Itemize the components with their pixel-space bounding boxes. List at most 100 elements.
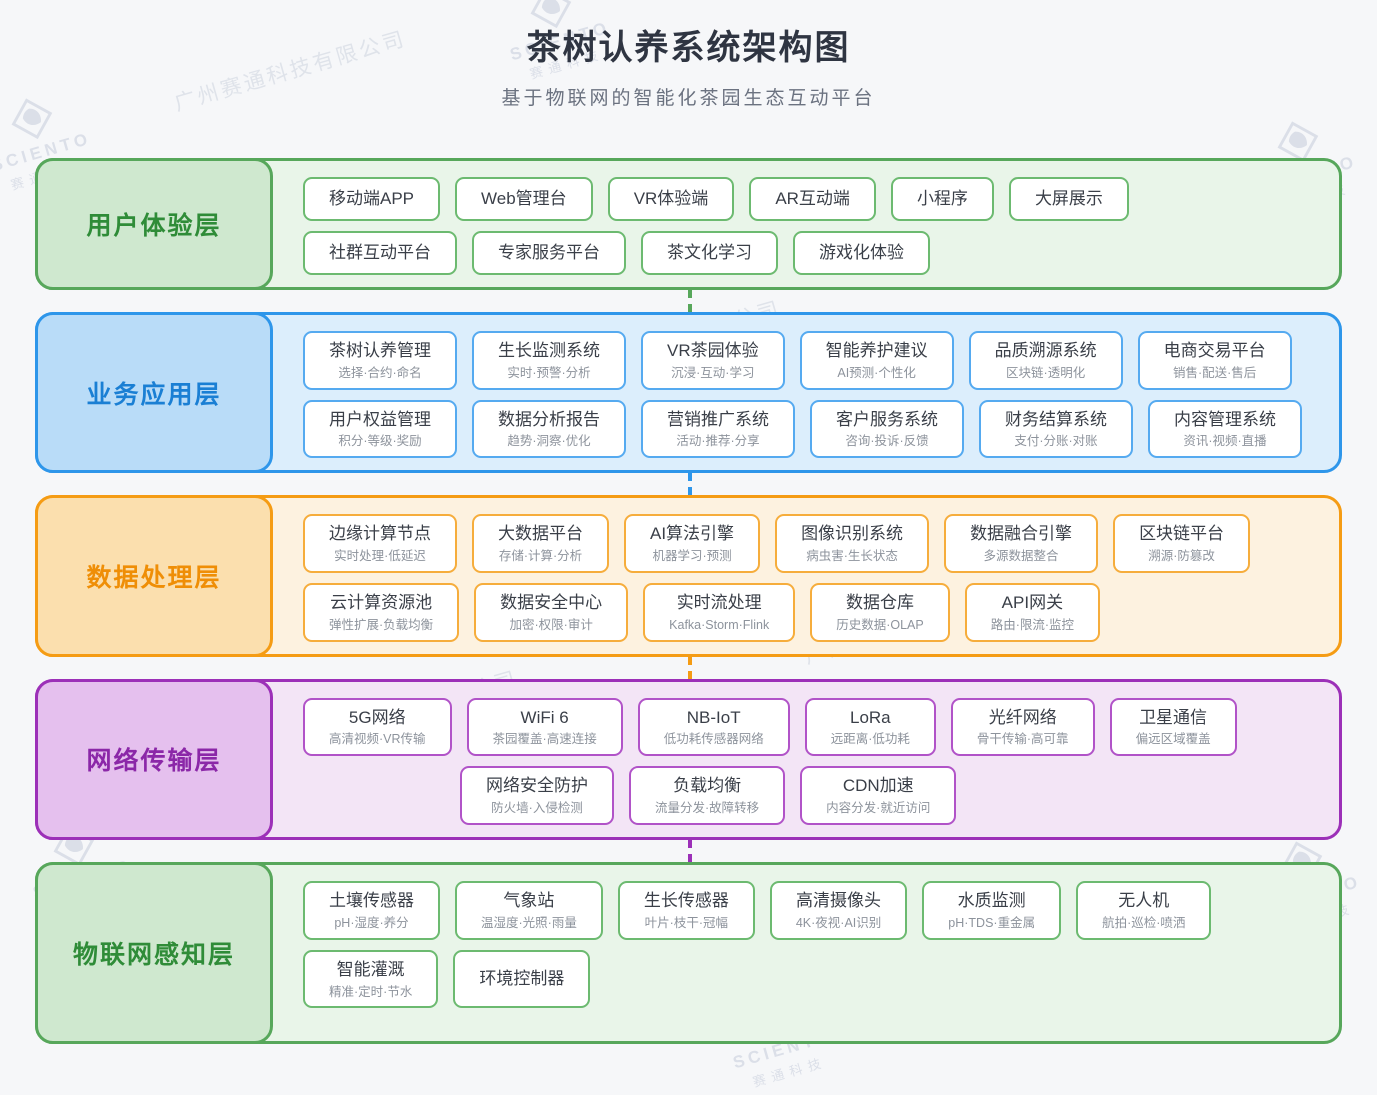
module-title: VR体验端 — [633, 189, 709, 209]
module-subtitle: 4K·夜视·AI识别 — [795, 915, 882, 930]
module-title: 土壤传感器 — [329, 891, 414, 911]
module-subtitle: 活动·推荐·分享 — [676, 434, 760, 449]
module-card: 茶文化学习 — [641, 231, 778, 275]
module-subtitle: Kafka·Storm·Flink — [669, 617, 770, 632]
layer-connector — [688, 840, 692, 863]
layer-label: 物联网感知层 — [35, 862, 273, 1045]
module-card: 区块链平台 溯源·防篡改 — [1113, 514, 1251, 574]
layer-row: 用户权益管理 积分·等级·奖励 数据分析报告 趋势·洞察·优化 营销推广系统 活… — [303, 399, 1321, 459]
module-card: 小程序 — [890, 177, 994, 221]
module-title: 图像识别系统 — [801, 524, 904, 544]
module-title: 气象站 — [503, 891, 555, 911]
module-title: 生长传感器 — [643, 891, 729, 911]
layer-label: 业务应用层 — [35, 312, 273, 474]
module-card: 卫星通信 偏远区域覆盖 — [1109, 697, 1237, 757]
layer-row: 智能灌溉 精准·定时·节水 环境控制器 — [303, 949, 1321, 1009]
module-title: 数据仓库 — [845, 593, 914, 613]
layer-connector — [688, 656, 692, 679]
module-title: LoRa — [849, 707, 891, 727]
module-card: WiFi 6 茶园覆盖·高速连接 — [466, 697, 623, 757]
module-title: 水质监测 — [957, 891, 1026, 911]
module-title: 用户权益管理 — [329, 409, 431, 429]
module-title: Web管理台 — [481, 189, 567, 209]
module-card: VR体验端 — [607, 177, 735, 221]
module-subtitle: 精准·定时·节水 — [329, 984, 413, 999]
module-title: 财务结算系统 — [1005, 409, 1107, 429]
module-title: 客户服务系统 — [836, 409, 938, 429]
module-card: 游戏化体验 — [793, 231, 930, 275]
module-title: VR茶园体验 — [667, 341, 759, 360]
module-title: 实时流处理 — [676, 593, 762, 613]
brand-name-cn: 赛通科技 — [751, 1054, 829, 1090]
module-title: 卫星通信 — [1139, 707, 1208, 727]
module-subtitle: 区块链·透明化 — [1006, 365, 1086, 380]
layer-row: 移动端APP Web管理台 VR体验端 AR互动端 小程序 大屏展示 — [303, 177, 1321, 221]
module-title: 大屏展示 — [1034, 189, 1103, 209]
module-title: 大数据平台 — [498, 524, 583, 544]
module-title: 云计算资源池 — [330, 593, 433, 613]
module-title: API网关 — [1001, 593, 1064, 613]
layer-row: 边缘计算节点 实时处理·低延迟 大数据平台 存储·计算·分析 AI算法引擎 机器… — [303, 514, 1321, 574]
layer-items: 5G网络 高清视频·VR传输 WiFi 6 茶园覆盖·高速连接 NB-IoT 低… — [273, 682, 1339, 837]
module-title: 茶文化学习 — [667, 243, 752, 263]
module-title: 游戏化体验 — [819, 243, 904, 263]
module-title: 数据安全中心 — [500, 593, 603, 613]
module-title: 光纤网络 — [988, 707, 1057, 727]
layer-iot-perception: 物联网感知层 土壤传感器 pH·湿度·养分 气象站 温湿度·光照·雨量 生长传感… — [35, 862, 1342, 1045]
layer-label: 网络传输层 — [35, 678, 273, 841]
module-card: 云计算资源池 弹性扩展·负载均衡 — [303, 583, 460, 642]
module-card: 数据安全中心 加密·权限·审计 — [474, 583, 629, 642]
module-card: 生长传感器 叶片·枝干·冠幅 — [617, 881, 755, 940]
layer-row: 云计算资源池 弹性扩展·负载均衡 数据安全中心 加密·权限·审计 实时流处理 K… — [303, 583, 1321, 642]
module-subtitle: 存储·计算·分析 — [498, 549, 583, 564]
layer-row: 网络安全防护 防火墙·入侵检测 负载均衡 流量分发·故障转移 CDN加速 内容分… — [460, 766, 1321, 826]
module-card: CDN加速 内容分发·就近访问 — [800, 766, 957, 826]
layer-items: 边缘计算节点 实时处理·低延迟 大数据平台 存储·计算·分析 AI算法引擎 机器… — [273, 498, 1339, 653]
module-card: 专家服务平台 — [472, 231, 626, 275]
page-title: 茶树认养系统架构图 — [526, 29, 851, 67]
module-card: 光纤网络 骨干传输·高可靠 — [950, 697, 1095, 757]
module-title: NB-IoT — [686, 707, 741, 727]
module-subtitle: 咨询·投诉·反馈 — [845, 434, 929, 449]
module-subtitle: 内容分发·就近访问 — [826, 801, 931, 816]
module-card: AI算法引擎 机器学习·预测 — [624, 514, 761, 574]
module-card: 数据融合引擎 多源数据整合 — [944, 514, 1099, 574]
layer-connector — [688, 473, 692, 496]
layer-row: 土壤传感器 pH·湿度·养分 气象站 温湿度·光照·雨量 生长传感器 叶片·枝干… — [303, 881, 1321, 940]
module-card: 图像识别系统 病虫害·生长状态 — [775, 514, 930, 574]
layer-label: 用户体验层 — [35, 158, 273, 290]
module-subtitle: 选择·合约·命名 — [338, 365, 422, 380]
module-subtitle: 航拍·巡检·喷洒 — [1102, 915, 1186, 930]
module-card: 营销推广系统 活动·推荐·分享 — [641, 399, 795, 459]
module-card: 数据仓库 历史数据·OLAP — [810, 583, 950, 642]
module-title: AI算法引擎 — [650, 524, 735, 544]
module-title: CDN加速 — [842, 776, 914, 796]
architecture-layers: 用户体验层 移动端APP Web管理台 VR体验端 AR互动端 小程序 大屏展示… — [35, 158, 1342, 1045]
module-card: API网关 路由·限流·监控 — [964, 583, 1101, 642]
module-subtitle: 销售·配送·售后 — [1172, 365, 1257, 380]
layer-row: 茶树认养管理 选择·合约·命名 生长监测系统 实时·预警·分析 VR茶园体验 沉… — [303, 331, 1321, 390]
module-card: 实时流处理 Kafka·Storm·Flink — [643, 583, 796, 642]
module-card: AR互动端 — [749, 177, 876, 221]
module-card: 用户权益管理 积分·等级·奖励 — [303, 399, 457, 459]
layer-row: 5G网络 高清视频·VR传输 WiFi 6 茶园覆盖·高速连接 NB-IoT 低… — [303, 697, 1321, 757]
module-subtitle: 高清视频·VR传输 — [329, 732, 426, 747]
module-title: 智能灌溉 — [336, 959, 405, 979]
module-subtitle: 茶园覆盖·高速连接 — [492, 732, 597, 747]
module-card: 客户服务系统 咨询·投诉·反馈 — [810, 399, 964, 459]
module-card: 网络安全防护 防火墙·入侵检测 — [460, 766, 614, 826]
module-subtitle: 沉浸·互动·学习 — [671, 365, 755, 380]
module-title: 品质溯源系统 — [994, 341, 1097, 360]
module-card: 电商交易平台 销售·配送·售后 — [1137, 331, 1292, 390]
module-subtitle: 低功耗传感器网络 — [663, 732, 764, 747]
module-card: 茶树认养管理 选择·合约·命名 — [303, 331, 457, 390]
module-card: 无人机 航拍·巡检·喷洒 — [1076, 881, 1212, 940]
module-title: 专家服务平台 — [498, 243, 600, 263]
module-subtitle: 防火墙·入侵检测 — [491, 801, 583, 816]
module-subtitle: 温湿度·光照·雨量 — [481, 915, 577, 930]
module-title: 区块链平台 — [1139, 524, 1225, 544]
module-subtitle: 趋势·洞察·优化 — [507, 434, 591, 449]
module-card: 智能养护建议 AI预测·个性化 — [799, 331, 954, 390]
layer-items: 土壤传感器 pH·湿度·养分 气象站 温湿度·光照·雨量 生长传感器 叶片·枝干… — [273, 865, 1339, 1020]
module-card: 边缘计算节点 实时处理·低延迟 — [303, 514, 457, 574]
